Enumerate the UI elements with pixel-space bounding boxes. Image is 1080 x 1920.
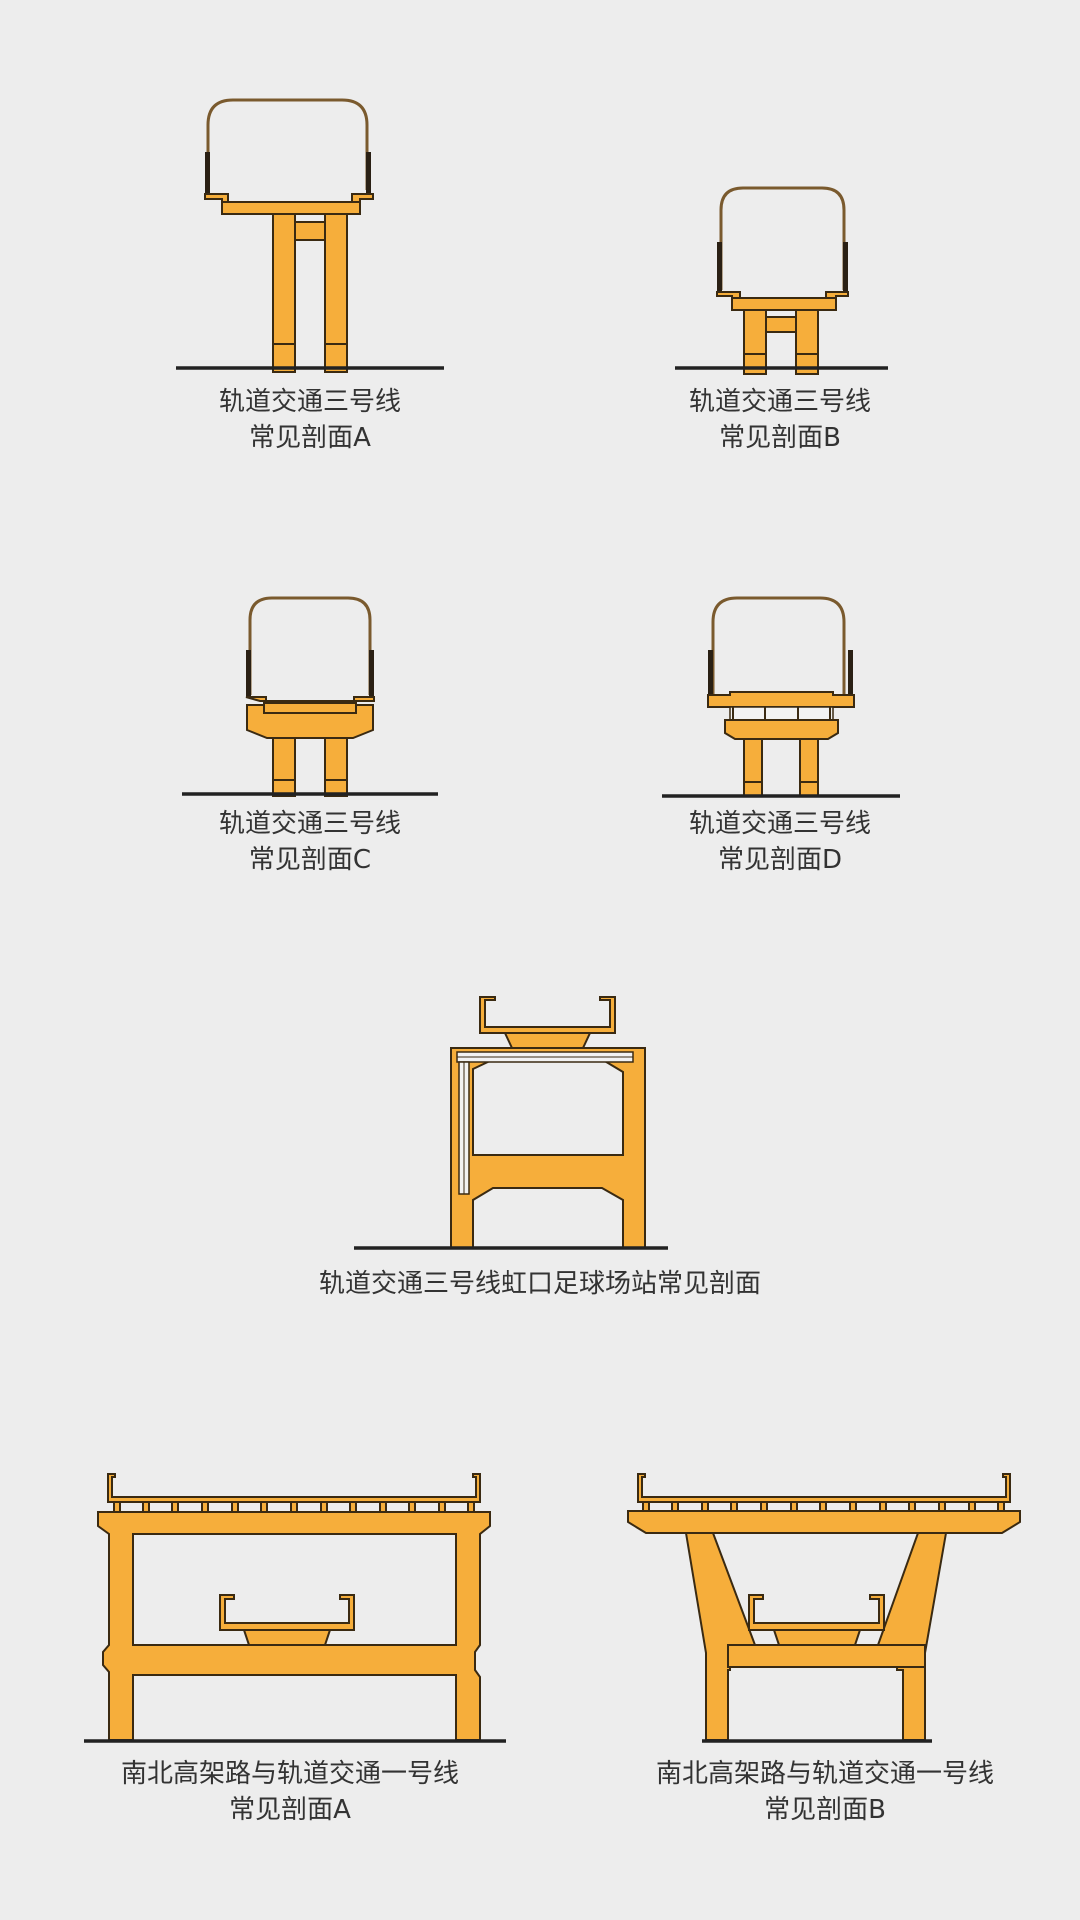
- caption-line3-c-line1: 轨道交通三号线: [218, 809, 401, 839]
- section-hongkou-drawing: [354, 996, 668, 1250]
- platform-grid-vertical: [458, 1061, 470, 1195]
- caption-ns-b-line1: 南北高架路与轨道交通一号线: [655, 1759, 994, 1789]
- section-line3-a-drawing: [176, 98, 444, 373]
- caption-line3-a-line2: 常见剖面A: [249, 423, 371, 453]
- caption-line3-d-line1: 轨道交通三号线: [688, 809, 871, 839]
- section-line3-d: [650, 590, 910, 798]
- platform-grid-horizontal: [456, 1051, 634, 1063]
- caption-line3-hongkou-station: 轨道交通三号线虹口足球场站常见剖面: [250, 1266, 830, 1302]
- caption-line3-d-line2: 常见剖面D: [717, 845, 843, 875]
- caption-nsexpressway-line1-a: 南北高架路与轨道交通一号线 常见剖面A: [60, 1756, 520, 1828]
- caption-line3-c: 轨道交通三号线 常见剖面C: [160, 806, 460, 878]
- section-line3-d-drawing: [662, 596, 900, 798]
- caption-ns-a-line2: 常见剖面A: [229, 1795, 351, 1825]
- section-nsexpressway-line1-a: [80, 1470, 510, 1743]
- section-line3-c: [170, 590, 450, 797]
- section-nsexpressway-line1-b: [620, 1470, 1030, 1743]
- caption-line3-b-line1: 轨道交通三号线: [688, 387, 871, 417]
- section-line3-a: [170, 90, 450, 380]
- caption-line3-a-line1: 轨道交通三号线: [218, 387, 401, 417]
- caption-line3-d: 轨道交通三号线 常见剖面D: [630, 806, 930, 878]
- caption-ns-a-line1: 南北高架路与轨道交通一号线: [120, 1759, 459, 1789]
- caption-line3-b: 轨道交通三号线 常见剖面B: [630, 384, 930, 456]
- section-ns-b-drawing: [627, 1473, 1021, 1743]
- section-line3-b-drawing: [675, 186, 888, 375]
- caption-line3-hongkou-line1: 轨道交通三号线虹口足球场站常见剖面: [318, 1269, 761, 1299]
- section-ns-a-drawing: [84, 1473, 506, 1743]
- caption-line3-b-line2: 常见剖面B: [719, 423, 841, 453]
- section-line3-b: [660, 180, 900, 380]
- section-line3-c-drawing: [182, 596, 438, 797]
- caption-line3-a: 轨道交通三号线 常见剖面A: [160, 384, 460, 456]
- caption-line3-c-line2: 常见剖面C: [248, 845, 372, 875]
- section-line3-hongkou-station: [350, 990, 670, 1250]
- caption-ns-b-line2: 常见剖面B: [764, 1795, 886, 1825]
- caption-nsexpressway-line1-b: 南北高架路与轨道交通一号线 常见剖面B: [595, 1756, 1055, 1828]
